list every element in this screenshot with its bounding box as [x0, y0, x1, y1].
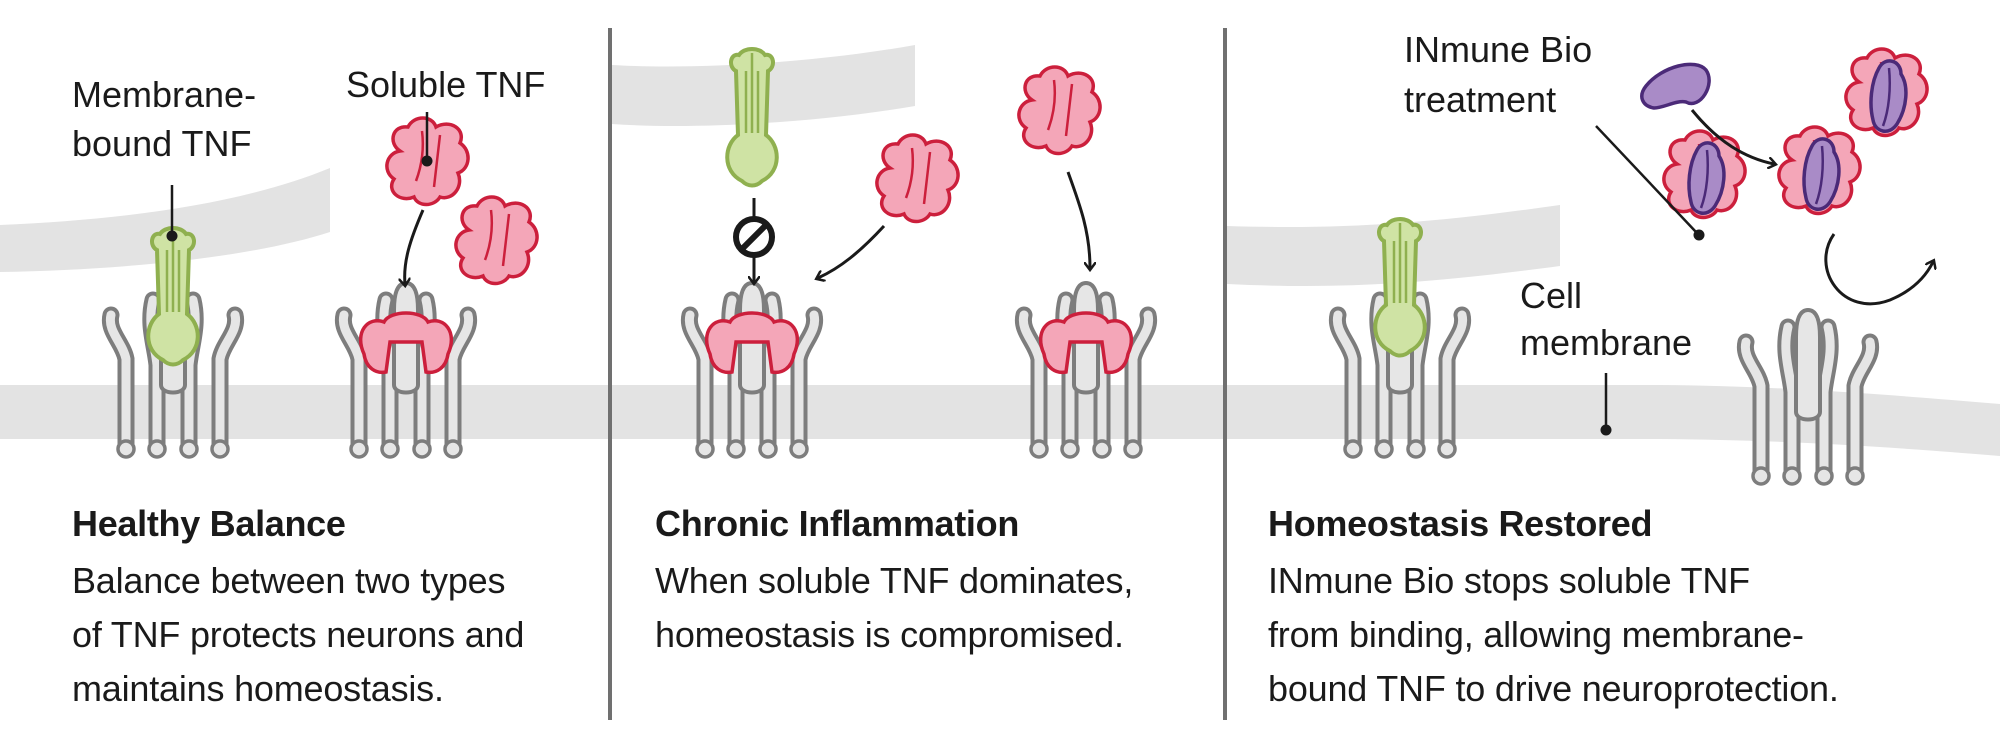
arrow: [1066, 171, 1090, 268]
membrane-upper: [0, 168, 330, 272]
arrow: [1824, 233, 1933, 306]
panel-homeostasis-restored: INmune Bio treatment Cell membrane: [1227, 29, 2000, 484]
caption-line: maintains homeostasis.: [72, 668, 444, 709]
arrow: [405, 209, 425, 284]
receptor: [1745, 310, 1870, 484]
label-soluble-tnf: Soluble TNF: [346, 64, 545, 105]
arrow: [818, 224, 886, 278]
drug-bound-soluble-tnf: [1664, 131, 1745, 218]
block-icon: [733, 216, 775, 258]
caption-line: Balance between two types: [72, 560, 506, 601]
cell-membrane: [0, 385, 610, 439]
caption-panel-3: Homeostasis Restored INmune Bio stops so…: [1268, 502, 1968, 716]
panel-healthy-balance: Membrane- bound TNF Soluble TNF: [0, 64, 610, 457]
caption-line: INmune Bio stops soluble TNF: [1268, 560, 1750, 601]
label-cell-membrane: membrane: [1520, 322, 1692, 363]
caption-line: homeostasis is compromised.: [655, 614, 1124, 655]
caption-panel-1: Healthy Balance Balance between two type…: [72, 502, 592, 716]
panel-title: Homeostasis Restored: [1268, 503, 1653, 544]
soluble-tnf: [1017, 65, 1102, 156]
drug-bound-soluble-tnf: [1846, 49, 1927, 136]
caption-panel-2: Chronic Inflammation When soluble TNF do…: [655, 502, 1195, 662]
label-membrane-bound-tnf: bound TNF: [72, 123, 251, 164]
label-cell-membrane: Cell: [1520, 275, 1582, 316]
caption-line: of TNF protects neurons and: [72, 614, 525, 655]
membrane-bound-tnf: [1373, 217, 1427, 358]
label-inmune-bio-treatment: treatment: [1404, 79, 1556, 120]
caption-line: When soluble TNF dominates,: [655, 560, 1134, 601]
cell-membrane: [612, 385, 1225, 439]
caption-line: from binding, allowing membrane-: [1268, 614, 1804, 655]
panel-title: Chronic Inflammation: [655, 503, 1020, 544]
inmune-bio-drug: [1640, 62, 1711, 110]
arrow: [1690, 109, 1774, 164]
soluble-tnf: [875, 133, 960, 224]
label-membrane-bound-tnf: Membrane-: [72, 74, 256, 115]
drug-bound-soluble-tnf: [1779, 127, 1860, 214]
cell-membrane: [1227, 385, 2000, 456]
caption-line: bound TNF to drive neuroprotection.: [1268, 668, 1839, 709]
panel-chronic-inflammation: [612, 45, 1225, 457]
soluble-tnf: [454, 195, 539, 286]
panel-title: Healthy Balance: [72, 503, 346, 544]
label-inmune-bio-treatment: INmune Bio: [1404, 29, 1592, 70]
